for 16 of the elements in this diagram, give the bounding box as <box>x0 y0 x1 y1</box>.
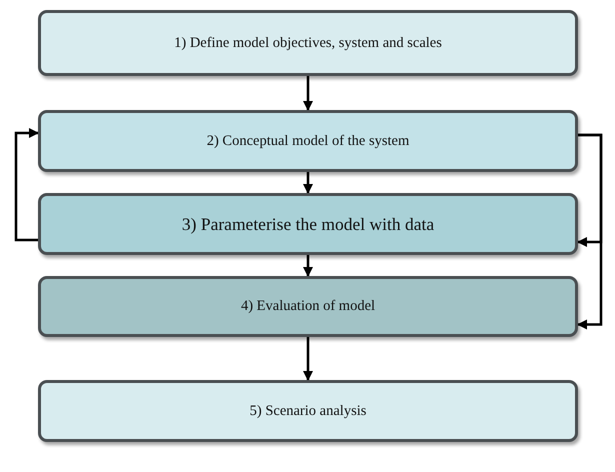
step-label: 3) Parameterise the model with data <box>180 214 436 234</box>
arrow <box>577 134 602 330</box>
process-box <box>38 193 578 255</box>
step-label: 2) Conceptual model of the system <box>206 132 410 150</box>
step-label: 5) Scenario analysis <box>248 402 368 420</box>
process-box <box>38 10 578 76</box>
arrow <box>14 128 39 242</box>
arrow <box>303 337 313 381</box>
arrow <box>303 255 313 277</box>
arrow <box>303 172 313 194</box>
arrow <box>303 76 313 111</box>
process-box <box>38 110 578 172</box>
process-box <box>38 276 578 337</box>
step-label: 1) Define model objectives, system and scales <box>173 34 443 52</box>
process-box <box>38 380 578 442</box>
step-label: 4) Evaluation of model <box>240 298 376 315</box>
